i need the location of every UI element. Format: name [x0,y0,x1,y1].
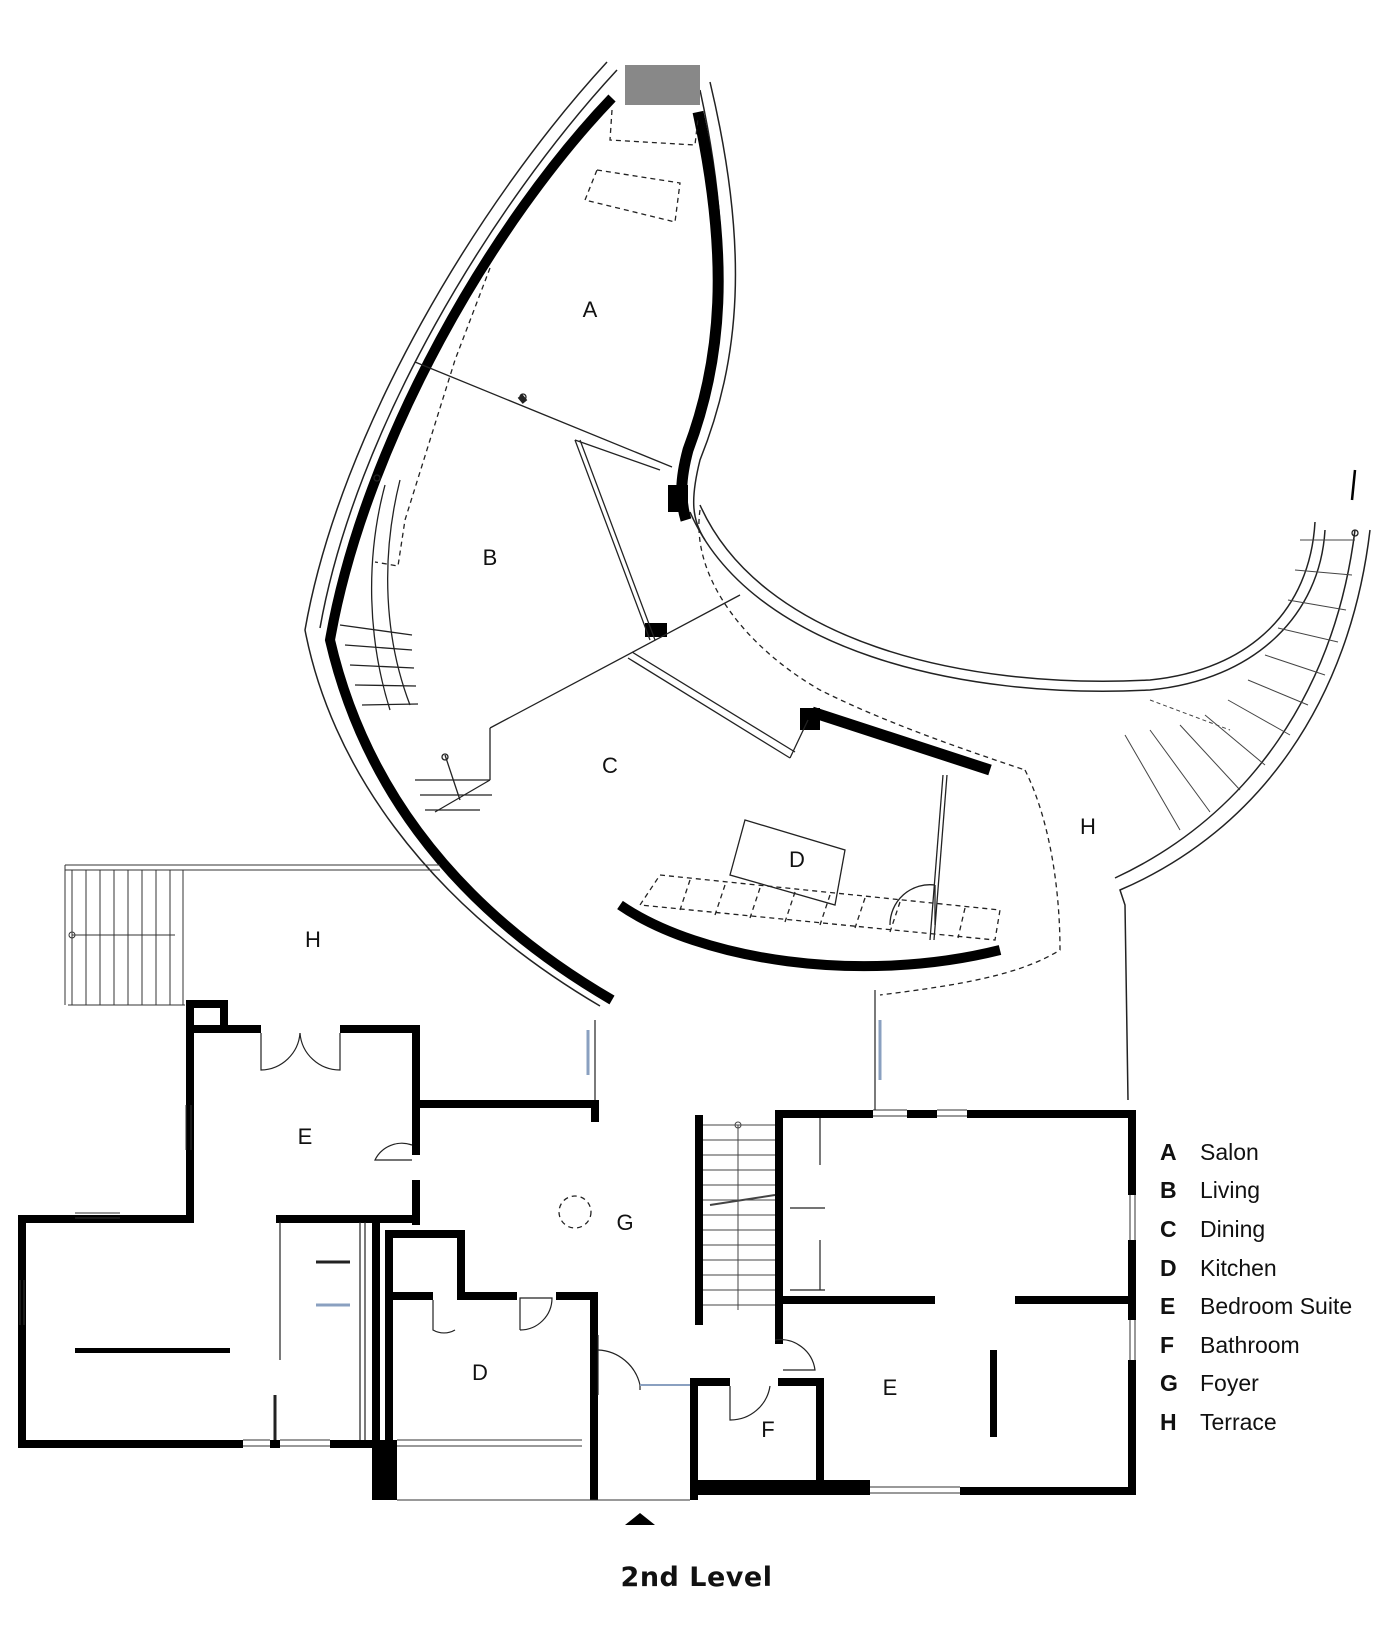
stair-outer-arc [1114,529,1356,879]
room-label-d-lower: D [472,1360,488,1385]
lower-thin-lines [19,990,1136,1501]
room-label-g: G [616,1210,633,1235]
room-label-h-left: H [305,927,321,952]
legend-key: G [1160,1370,1178,1397]
room-label-h-right: H [1080,814,1096,839]
salon-left-wall [324,94,616,1005]
legend-name: Bedroom Suite [1200,1293,1353,1320]
legend-row-e: E Bedroom Suite [1160,1287,1390,1326]
room-label-c: C [602,753,618,778]
outer-shell-left-inner [319,69,618,629]
legend-key: H [1160,1408,1177,1435]
legend-key: B [1160,1177,1177,1204]
legend-name: Foyer [1200,1370,1259,1397]
curved-wing-walls [324,94,1002,1005]
legend-name: Terrace [1200,1408,1277,1435]
entrance-arrow [625,1513,655,1525]
legend-key: D [1160,1254,1177,1281]
legend-row-g: G Foyer [1160,1365,1390,1404]
legend-row-h: H Terrace [1160,1403,1390,1442]
terrace-edge-right [1119,529,1371,1101]
dashed-lines [374,109,1061,1229]
room-label-a: A [583,297,598,322]
plan-caption: 2nd Level [620,1562,773,1593]
legend-row-a: A Salon [1160,1133,1390,1172]
crescent-inner-curve [699,504,1316,682]
legend-name: Salon [1200,1138,1259,1165]
legend-name: Dining [1200,1215,1266,1242]
lower-walls [18,1000,1136,1500]
outer-shell-left [304,61,608,1007]
legend-name: Bathroom [1200,1331,1300,1358]
crescent-inner-curve-2 [689,511,1326,692]
legend-key: C [1160,1215,1177,1242]
skylight [625,65,700,105]
legend-key: F [1160,1331,1175,1358]
legend-key: E [1160,1293,1176,1320]
outer-shell-right [692,81,737,541]
room-label-f: F [761,1417,774,1442]
kitchen-island [729,819,846,906]
terrace-stair-left [64,864,440,1006]
legend-row-d: D Kitchen [1160,1249,1390,1288]
legend-name: Kitchen [1200,1254,1277,1281]
legend-key: A [1160,1138,1177,1165]
legend: A Salon B Living C Dining D Kitchen E Bedroom… [1160,1133,1390,1442]
kitchen-back-wall [810,706,992,776]
legend-row-c: C Dining [1160,1210,1390,1249]
wing-interior-lines [339,361,1359,941]
curved-wing [304,61,1371,1101]
legend-row-b: B Living [1160,1172,1390,1211]
dining-curved-wall [617,900,1002,972]
wall-block-3 [800,708,820,730]
legend-name: Living [1200,1177,1261,1204]
room-label-d-upper: D [789,847,805,872]
room-label-e-left: E [298,1124,313,1149]
right-stair-treads [1124,539,1355,831]
room-label-e-right: E [883,1375,898,1400]
wall-block-1 [668,485,688,512]
room-labels: A B C D H H E G D E F [298,297,1096,1442]
legend-row-f: F Bathroom [1160,1326,1390,1365]
room-label-b: B [483,545,498,570]
